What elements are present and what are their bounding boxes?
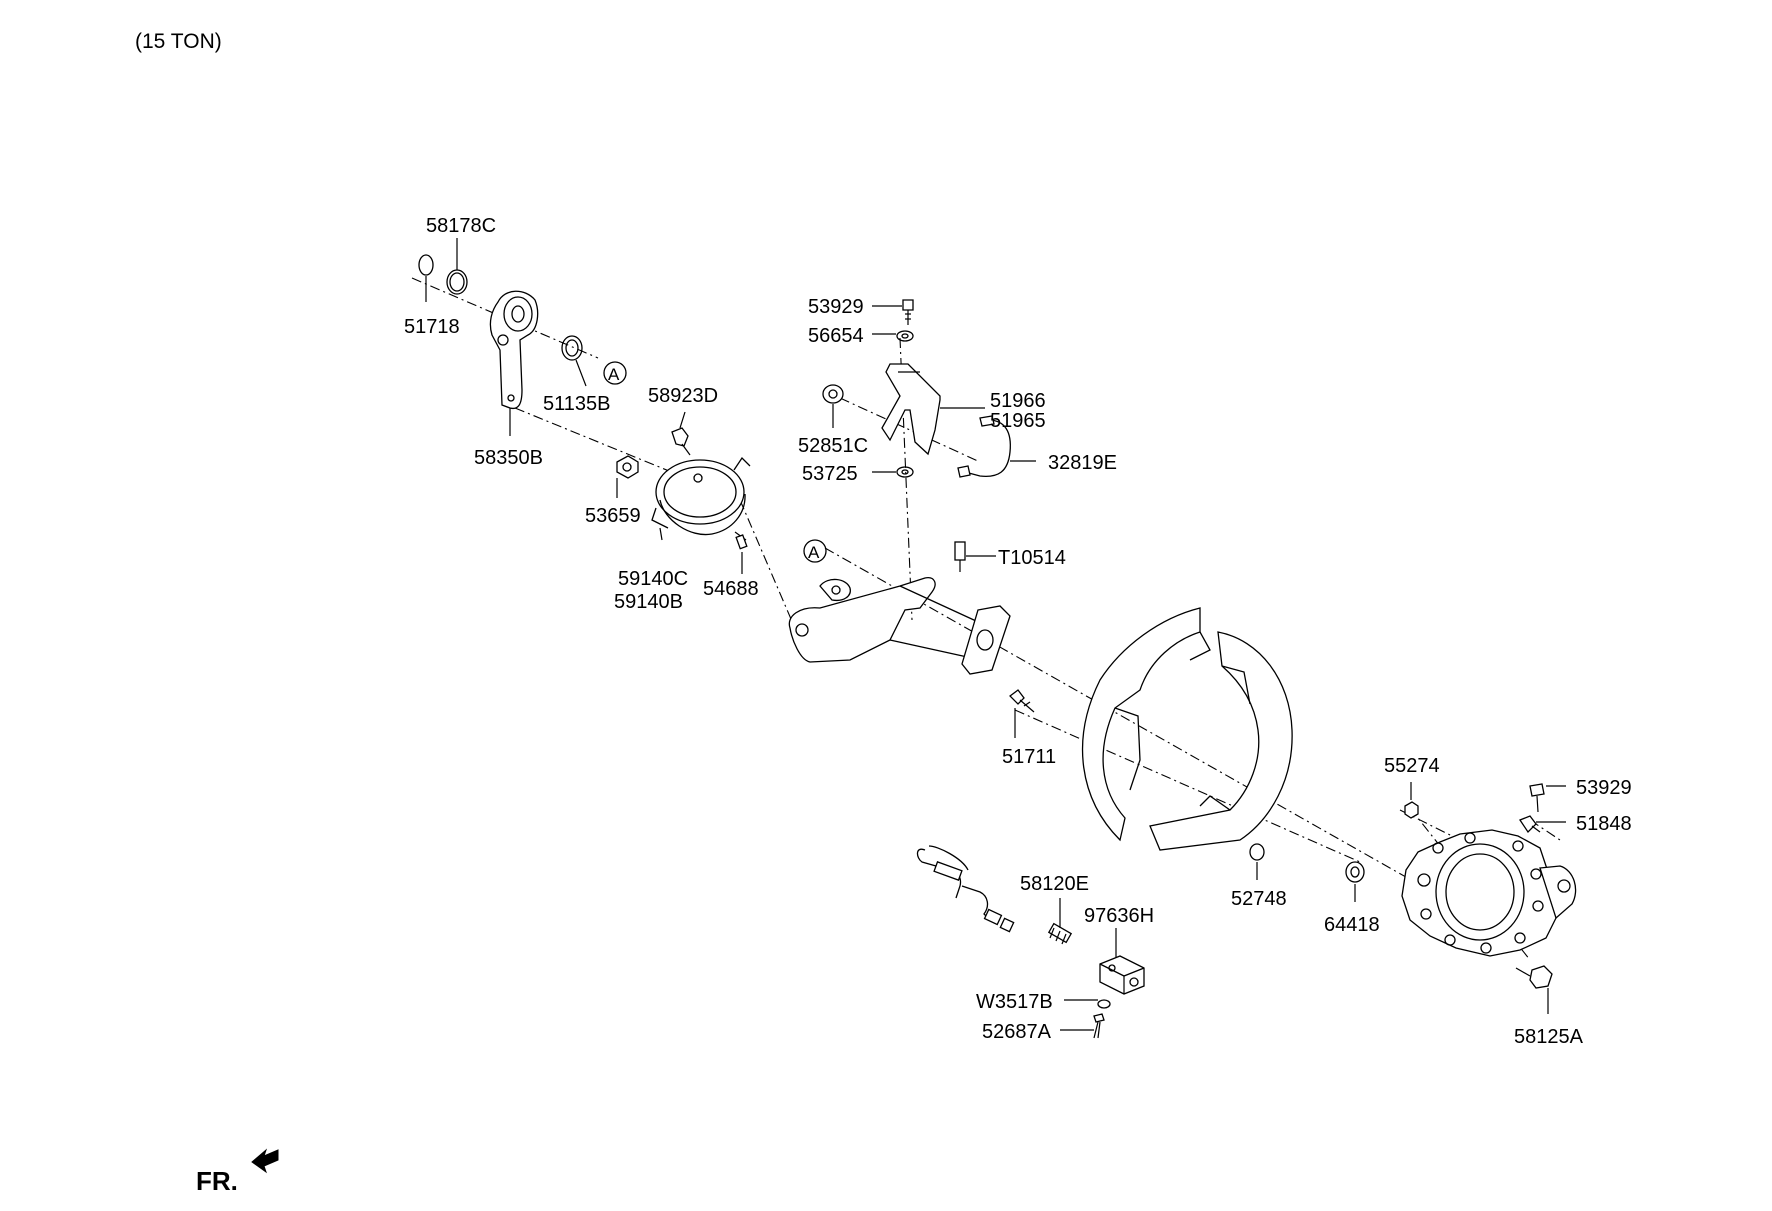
washer-53725-icon: [896, 466, 914, 478]
leader-lines: [425, 238, 1566, 1031]
sleeve-58120E-icon: [1047, 922, 1073, 945]
seal-51135B-icon: [561, 335, 583, 361]
slack-adjuster-58350B-icon: [489, 290, 539, 410]
part-label-W3517B[interactable]: W3517B: [976, 991, 1053, 1013]
fitting-51848-icon: [1519, 815, 1541, 834]
hose-32819E-icon: [957, 415, 1011, 478]
part-label-97636H[interactable]: 97636H: [1084, 905, 1154, 927]
axle-housing-icon: [788, 577, 1011, 675]
part-label-32819E[interactable]: 32819E: [1048, 452, 1117, 474]
bolt-53929-right-icon: [1529, 783, 1545, 813]
wheel-speed-sensor-58120E-icon: [916, 845, 1015, 933]
part-label-51711[interactable]: 51711: [1002, 746, 1056, 768]
part-label-52748[interactable]: 52748: [1231, 888, 1287, 910]
snap-ring-51718-icon: [418, 254, 434, 276]
variant-label: (15 TON): [135, 30, 222, 53]
dust-shield-right-icon: [1149, 631, 1293, 851]
nipple-T10514-icon: [954, 541, 966, 572]
front-label: FR.: [196, 1166, 238, 1196]
part-label-51135B[interactable]: 51135B: [543, 393, 610, 415]
dust-shield-left-icon: [1082, 607, 1211, 842]
bolt-51711-icon: [1009, 689, 1035, 713]
reference-marker-a-top: A: [603, 361, 627, 385]
part-label-56654[interactable]: 56654: [808, 325, 864, 347]
part-label-T10514[interactable]: T10514: [998, 547, 1066, 569]
reference-marker-a-top-label: A: [608, 365, 620, 384]
part-label-53929-right[interactable]: 53929: [1576, 777, 1632, 799]
part-label-51848[interactable]: 51848: [1576, 813, 1632, 835]
part-label-55274[interactable]: 55274: [1384, 755, 1440, 777]
reference-marker-a-bottom-label: A: [808, 543, 820, 562]
part-label-54688[interactable]: 54688: [703, 578, 759, 600]
part-label-51718[interactable]: 51718: [404, 316, 460, 338]
part-label-64418[interactable]: 64418: [1324, 914, 1380, 936]
part-label-53725[interactable]: 53725: [802, 463, 858, 485]
part-label-58120E[interactable]: 58120E: [1020, 873, 1089, 895]
nut-53659-icon: [616, 455, 639, 479]
ring-58178C-icon: [446, 269, 468, 295]
washer-64418-icon: [1345, 861, 1365, 883]
spider-flange-icon: [1401, 829, 1577, 957]
bushing-52851C-icon: [822, 384, 844, 404]
part-label-59140C[interactable]: 59140C: [618, 568, 688, 590]
ball-52748-icon: [1249, 843, 1265, 861]
bracket-51966-icon: [881, 363, 941, 456]
part-label-53929-top[interactable]: 53929: [808, 296, 864, 318]
part-label-51965[interactable]: 51965: [990, 410, 1046, 432]
fitting-58923D-icon: [671, 427, 691, 456]
bolt-53929-top-icon: [902, 299, 914, 325]
bolt-58125A-icon: [1515, 965, 1553, 989]
washer-W3517B-icon: [1097, 999, 1111, 1009]
part-label-52851C[interactable]: 52851C: [798, 435, 868, 457]
brake-chamber-59140-icon: [651, 456, 751, 550]
part-label-52687A[interactable]: 52687A: [982, 1021, 1052, 1043]
bolt-52687A-icon: [1093, 1013, 1105, 1039]
part-label-58178C[interactable]: 58178C: [426, 215, 496, 237]
part-label-58923D[interactable]: 58923D: [648, 385, 718, 407]
part-label-58125A[interactable]: 58125A: [1514, 1026, 1584, 1048]
washer-56654-icon: [896, 330, 914, 342]
part-labels: 58178C 51718 51135B 58350B 58923D 53659 …: [404, 215, 1632, 1048]
part-label-59140B[interactable]: 59140B: [614, 591, 683, 613]
part-label-53659[interactable]: 53659: [585, 505, 641, 527]
part-label-51966[interactable]: 51966: [990, 390, 1046, 412]
nut-55274-icon: [1404, 801, 1419, 819]
part-label-58350B[interactable]: 58350B: [474, 447, 543, 469]
front-direction-indicator: FR.: [196, 1148, 279, 1196]
front-arrow-icon: [251, 1148, 279, 1174]
sensor-block-97636H-icon: [1099, 955, 1145, 995]
reference-marker-a-bottom: A: [803, 539, 827, 563]
